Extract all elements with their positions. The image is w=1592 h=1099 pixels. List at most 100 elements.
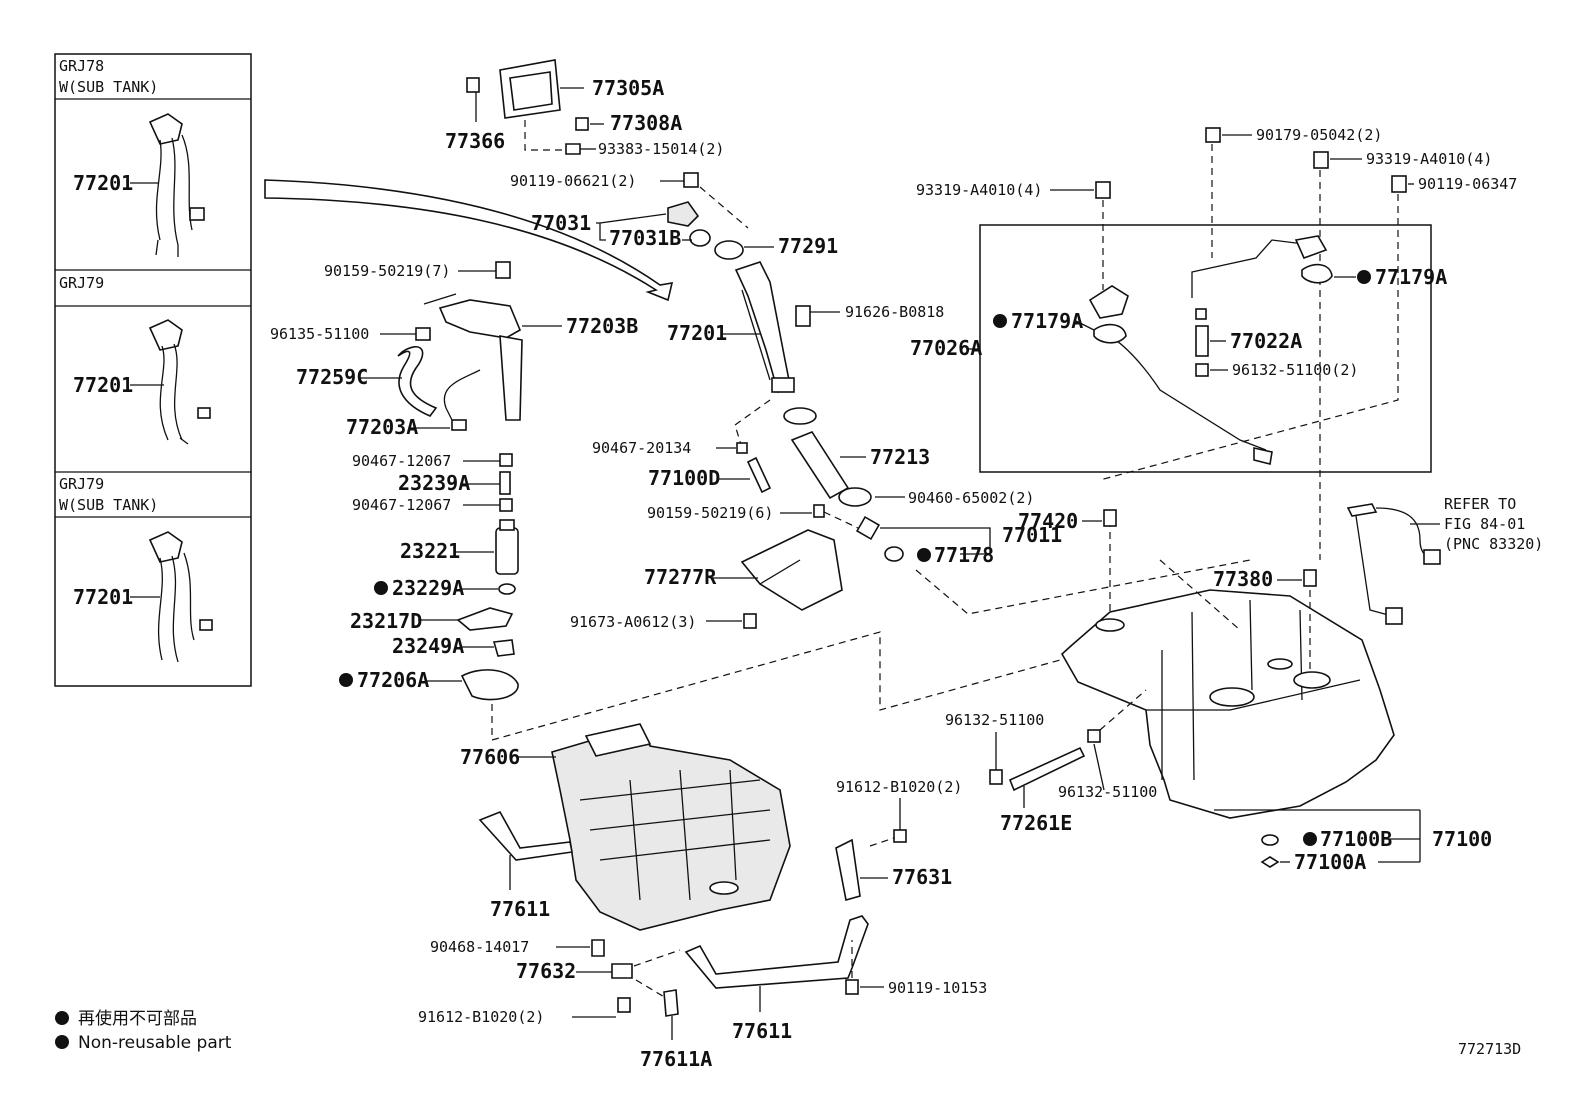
label-77026A: 77026A [910, 336, 982, 360]
panel1-filler-pipe [148, 113, 205, 257]
label-77100B: 77100B [1320, 827, 1392, 851]
label-96132-b: 96132-51100 [1058, 783, 1157, 801]
label-90467-a: 90467-12067 [352, 452, 451, 470]
label-91612-a: 91612-B1020(2) [836, 778, 962, 796]
label-93383: 93383-15014(2) [598, 140, 724, 158]
filler-pipe-77201 [734, 261, 811, 394]
label-90159-6: 90159-50219(6) [647, 504, 773, 522]
label-23221: 23221 [400, 539, 460, 563]
label-90159-7: 90159-50219(7) [324, 262, 450, 280]
label-23229A: 23229A [392, 576, 464, 600]
panel3-title-line1: GRJ79 [59, 475, 104, 493]
label-77611A: 77611A [640, 1047, 712, 1071]
bracket-77631 [835, 838, 861, 902]
label-90179: 90179-05042(2) [1256, 126, 1382, 144]
legend-jp: 再使用不可部品 [78, 1008, 197, 1029]
figure-code: 772713D [1458, 1040, 1521, 1058]
panel2-title-line1: GRJ79 [59, 274, 104, 292]
label-77011: 77011 [1002, 523, 1062, 547]
label-93319-a: 93319-A4010(4) [916, 181, 1042, 199]
nonreusable-dot-23229A [374, 581, 388, 595]
label-96132-a: 96132-51100 [945, 711, 1044, 729]
tube-77203A [443, 369, 481, 429]
label-77606: 77606 [460, 745, 520, 769]
label-77420: 77420 [1018, 509, 1078, 533]
label-77022A: 77022A [1230, 329, 1302, 353]
label-91626: 91626-B0818 [845, 303, 944, 321]
label-90467-b: 90467-12067 [352, 496, 451, 514]
label-77201-center: 77201 [667, 321, 727, 345]
label-91673: 91673-A0612(3) [570, 613, 696, 631]
label-77611-a: 77611 [490, 897, 550, 921]
grommet-77031 [667, 201, 744, 260]
label-77178: 77178 [934, 543, 994, 567]
label-77213: 77213 [870, 445, 930, 469]
pump-bracket-77203B [423, 293, 523, 421]
label-91612-b: 91612-B1020(2) [418, 1008, 544, 1026]
label-23249A: 23249A [392, 634, 464, 658]
label-93319-b: 93319-A4010(4) [1366, 150, 1492, 168]
label-77277R: 77277R [644, 565, 717, 589]
label-77291: 77291 [778, 234, 838, 258]
label-77259C: 77259C [296, 365, 368, 389]
label-90467-20134: 90467-20134 [592, 439, 691, 457]
label-77631: 77631 [892, 865, 952, 889]
panel2-filler-pipe [148, 319, 211, 445]
label-77206A: 77206A [357, 668, 429, 692]
label-77366: 77366 [445, 129, 505, 153]
hose-77259C [397, 346, 438, 417]
label-90119-10153: 90119-10153 [888, 979, 987, 997]
label-fig-84-01: FIG 84-01 [1444, 515, 1525, 533]
label-96132-2: 96132-51100(2) [1232, 361, 1358, 379]
label-90460: 90460-65002(2) [908, 489, 1034, 507]
label-77100A: 77100A [1294, 850, 1366, 874]
label-23239A: 23239A [398, 471, 470, 495]
band-77611-lower [684, 915, 869, 989]
band-77611-upper [478, 810, 573, 861]
label-77611-b: 77611 [732, 1019, 792, 1043]
panel1-title-line2: W(SUB TANK) [59, 78, 158, 96]
variant-panels: GRJ78 W(SUB TANK) GRJ79 GRJ79 W(SUB TANK… [54, 53, 252, 687]
panel1-title-line1: GRJ78 [59, 57, 104, 75]
panel1-part: 77201 [73, 171, 133, 195]
nonreusable-dot-77179A-left [993, 314, 1007, 328]
curved-arrow [264, 179, 674, 302]
fuel-tank-77100 [1060, 589, 1395, 819]
hose-77261E [1008, 746, 1086, 792]
label-77203B: 77203B [566, 314, 638, 338]
label-77100: 77100 [1432, 827, 1492, 851]
label-77100D: 77100D [648, 466, 720, 490]
bracket-77277R [740, 529, 843, 611]
legend-dot-jp [55, 1011, 69, 1025]
label-77179A-left: 77179A [1011, 309, 1083, 333]
label-77031B: 77031B [609, 226, 681, 250]
nonreusable-dot-77100B [1303, 832, 1317, 846]
label-90119-06347: 90119-06347 [1418, 175, 1517, 193]
label-77261E: 77261E [1000, 811, 1072, 835]
fuel-pump-23221 [495, 519, 519, 575]
label-refer-to: REFER TO [1444, 495, 1516, 513]
nonreusable-dot-77178 [917, 548, 931, 562]
label-23217D: 23217D [350, 609, 422, 633]
label-90119-06621: 90119-06621(2) [510, 172, 636, 190]
label-77031: 77031 [531, 211, 591, 235]
label-77308A: 77308A [610, 111, 682, 135]
label-90468: 90468-14017 [430, 938, 529, 956]
hose-77213 [783, 407, 872, 507]
panel3-filler-pipe [148, 531, 213, 663]
panel3-part: 77201 [73, 585, 133, 609]
label-77305A: 77305A [592, 76, 664, 100]
nonreusable-dot-77206A [339, 673, 353, 687]
sender-gauge [1346, 503, 1441, 625]
nonreusable-dot-77179A-right [1357, 270, 1371, 284]
label-77380: 77380 [1213, 567, 1273, 591]
label-77203A: 77203A [346, 415, 418, 439]
legend-en: Non-reusable part [78, 1033, 232, 1053]
breather-valve-77011 [855, 515, 904, 562]
panel3-title-line2: W(SUB TANK) [59, 496, 158, 514]
label-77632: 77632 [516, 959, 576, 983]
legend-dot-en [55, 1035, 69, 1049]
fuel-lid-assembly [466, 59, 604, 155]
vent-tube-77026A [1088, 235, 1333, 465]
